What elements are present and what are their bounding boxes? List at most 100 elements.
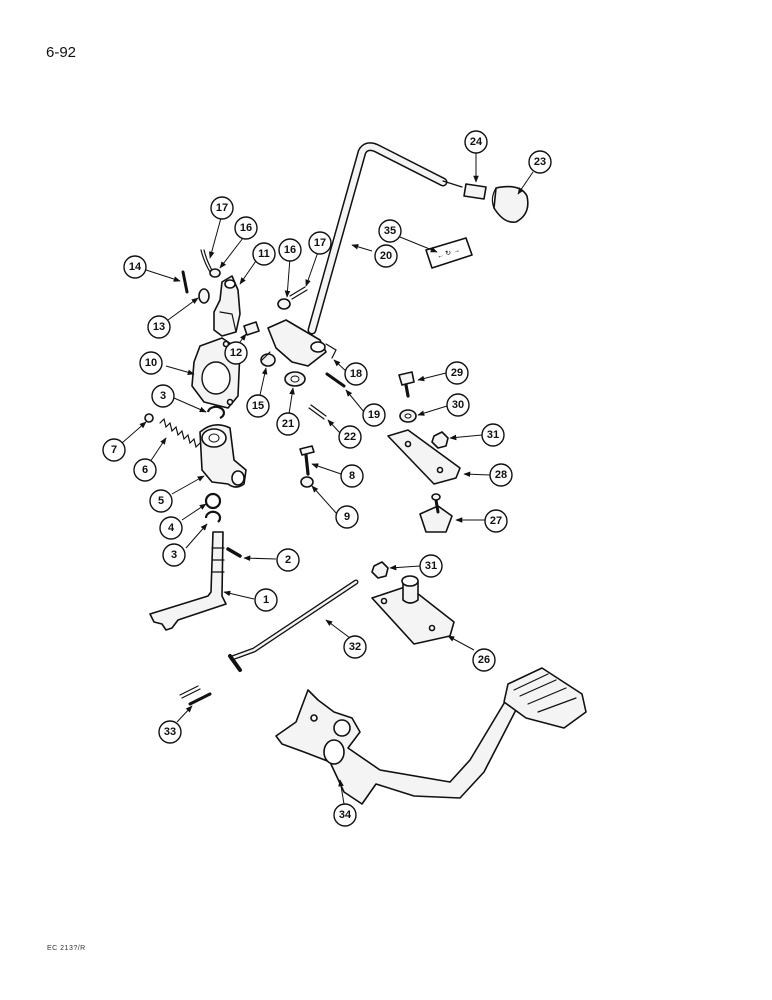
lever-knob-part-23 <box>491 185 529 224</box>
leader-lines <box>121 152 534 805</box>
washer-part-21 <box>284 371 306 387</box>
callout-1: 1 <box>254 588 278 612</box>
svg-text:10: 10 <box>145 357 157 369</box>
bolt-part-29 <box>398 371 415 398</box>
circlip-part-3b <box>204 510 222 523</box>
svg-text:21: 21 <box>282 418 294 430</box>
svg-text:35: 35 <box>384 225 396 237</box>
callout-17a: 17 <box>210 196 234 220</box>
svg-text:31: 31 <box>425 560 437 572</box>
washer-part-30 <box>399 409 417 423</box>
svg-text:33: 33 <box>164 726 176 738</box>
svg-text:24: 24 <box>470 136 483 148</box>
nut-part-31a <box>431 431 449 449</box>
washer-part-16b <box>277 298 291 310</box>
svg-text:20: 20 <box>380 250 392 262</box>
callout-30: 30 <box>446 393 470 417</box>
callout-4: 4 <box>159 516 183 540</box>
svg-text:30: 30 <box>452 399 464 411</box>
callout-11: 11 <box>252 242 276 266</box>
svg-text:26: 26 <box>478 654 490 666</box>
callout-12: 12 <box>224 341 248 365</box>
callout-22: 22 <box>338 425 362 449</box>
svg-text:9: 9 <box>344 511 350 523</box>
roll-pin-part-14 <box>181 270 189 294</box>
washer-part-9 <box>300 476 314 488</box>
callout-19: 19 <box>362 403 386 427</box>
callout-7: 7 <box>102 438 126 462</box>
callout-21: 21 <box>276 412 300 436</box>
svg-text:22: 22 <box>344 431 356 443</box>
callout-28: 28 <box>489 463 513 487</box>
svg-text:14: 14 <box>129 261 142 273</box>
callout-8: 8 <box>340 464 364 488</box>
callout-13: 13 <box>147 315 171 339</box>
callout-32: 32 <box>343 635 367 659</box>
clevis-pins-part-33 <box>179 685 212 706</box>
callout-16a: 16 <box>234 216 258 240</box>
svg-text:7: 7 <box>111 444 117 456</box>
bolt-part-8 <box>299 445 315 476</box>
svg-text:29: 29 <box>451 367 463 379</box>
callout-34: 34 <box>333 803 357 827</box>
callout-23: 23 <box>528 150 552 174</box>
svg-text:18: 18 <box>350 368 362 380</box>
plate-part-28 <box>387 429 461 485</box>
gear-lever-part-20 <box>307 142 463 335</box>
callout-35: 35 <box>378 219 402 243</box>
callout-16b: 16 <box>278 238 302 262</box>
washer-part-16a <box>209 268 221 278</box>
callout-9: 9 <box>335 505 359 529</box>
callout-6: 6 <box>133 458 157 482</box>
svg-text:16: 16 <box>240 222 252 234</box>
nut-part-31b <box>371 561 389 579</box>
svg-text:3: 3 <box>171 549 177 561</box>
svg-text:27: 27 <box>490 515 502 527</box>
callout-15: 15 <box>246 394 270 418</box>
lever-bracket-part-18 <box>267 319 337 367</box>
callout-17b: 17 <box>308 231 332 255</box>
pin-part-2 <box>226 547 242 558</box>
callout-27: 27 <box>484 509 508 533</box>
spring-part-6 <box>159 417 201 449</box>
svg-text:15: 15 <box>252 400 264 412</box>
pin-part-15 <box>260 351 276 367</box>
svg-text:32: 32 <box>349 641 361 653</box>
lever-sleeve-part-24 <box>463 183 487 200</box>
pin-part-19 <box>325 372 346 388</box>
selector-housing-part-5 <box>199 424 247 488</box>
callout-14: 14 <box>123 255 147 279</box>
svg-text:4: 4 <box>168 522 175 534</box>
svg-text:17: 17 <box>314 237 326 249</box>
svg-text:5: 5 <box>158 495 164 507</box>
selector-shaft-part-1 <box>149 531 227 631</box>
reference-code: EC 213?/R <box>47 945 86 952</box>
circlip-part-3a <box>206 405 225 420</box>
washer-part-13 <box>198 288 210 304</box>
svg-text:2: 2 <box>285 554 291 566</box>
callout-26: 26 <box>472 648 496 672</box>
svg-text:31: 31 <box>487 429 499 441</box>
svg-text:12: 12 <box>230 347 242 359</box>
svg-text:8: 8 <box>349 470 355 482</box>
selector-arm-part-11 <box>213 275 241 337</box>
callout-2: 2 <box>276 548 300 572</box>
svg-text:6: 6 <box>142 464 148 476</box>
connecting-rod-part-32 <box>228 579 359 672</box>
svg-text:23: 23 <box>534 156 546 168</box>
callout-3a: 3 <box>151 384 175 408</box>
svg-text:3: 3 <box>160 390 166 402</box>
linkage-end-part-27 <box>419 493 453 533</box>
callout-18: 18 <box>344 362 368 386</box>
svg-text:16: 16 <box>284 244 296 256</box>
page-number: 6-92 <box>46 44 77 61</box>
callout-3b: 3 <box>162 543 186 567</box>
callout-24: 24 <box>464 130 488 154</box>
svg-text:1: 1 <box>263 594 269 606</box>
pin-part-12 <box>243 321 260 336</box>
ball-part-7 <box>144 413 154 423</box>
callout-31a: 31 <box>481 423 505 447</box>
o-ring-part-4 <box>204 492 222 510</box>
callout-10: 10 <box>139 351 163 375</box>
